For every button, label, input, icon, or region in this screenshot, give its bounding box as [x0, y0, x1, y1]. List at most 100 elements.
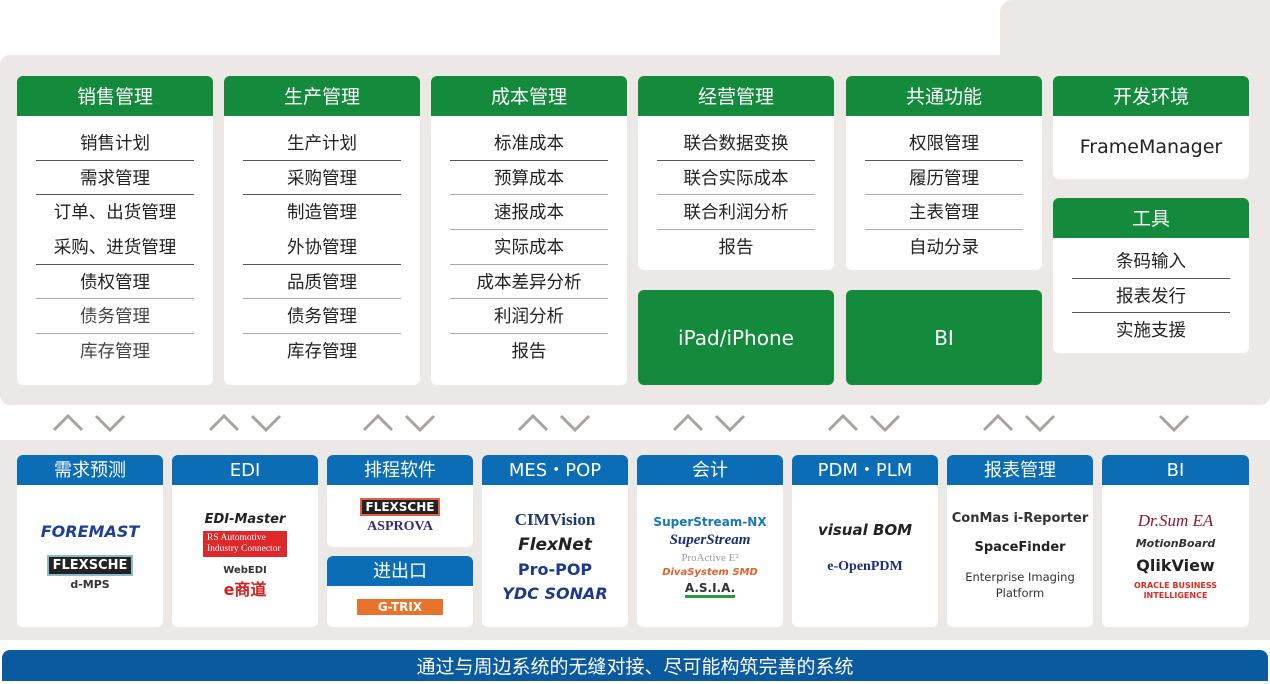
logo-enterprise-imaging: Enterprise Imaging Platform: [965, 570, 1075, 600]
module-item[interactable]: 库存管理: [287, 342, 357, 363]
logo-spacefinder: SpaceFinder: [974, 540, 1066, 555]
module-item[interactable]: 主表管理: [865, 195, 1023, 231]
logo-asprova: ASPROVA: [367, 518, 433, 534]
system-mes-pop: MES・POP CIMVision FlexNet Pro-POP YDC SO…: [482, 455, 628, 627]
logo-oracle-bi: ORACLE BUSINESS INTELLIGENCE: [1133, 581, 1218, 600]
system-title: MES・POP: [482, 455, 628, 485]
system-import-export: 进出口 G-TRIX: [327, 556, 473, 627]
module-item[interactable]: FrameManager: [1079, 136, 1223, 158]
module-common: 共通功能 权限管理 履历管理 主表管理 自动分录: [846, 76, 1042, 270]
module-item[interactable]: 权限管理: [865, 126, 1023, 161]
logo-e-openpdm: e-OpenPDM: [827, 559, 903, 574]
module-item[interactable]: 联合实际成本: [657, 161, 815, 196]
chevron-down-icon: [94, 414, 126, 433]
module-item[interactable]: 履历管理: [865, 161, 1023, 196]
chevron-up-icon: [827, 413, 859, 432]
module-item[interactable]: 报表发行: [1072, 279, 1230, 314]
module-item[interactable]: 需求管理: [36, 161, 194, 196]
logo-divasystem: DivaSystem SMD: [662, 566, 758, 578]
system-edi: EDI EDI-Master RS Automotive Industry Co…: [172, 455, 318, 627]
logo-edi-master: EDI-Master: [204, 512, 286, 527]
logo-visual-bom: visual BOM: [817, 521, 913, 539]
logo-flexnet: FlexNet: [518, 534, 592, 555]
logo-qlikview: QlikView: [1136, 556, 1215, 575]
logo-superstream: SuperStream: [669, 531, 751, 548]
chevron-down-icon: [404, 414, 436, 433]
system-title: 需求预测: [17, 455, 163, 485]
module-item[interactable]: 联合数据变换: [657, 126, 815, 161]
module-item[interactable]: 报告: [511, 342, 547, 363]
module-item[interactable]: 外协管理: [243, 230, 401, 265]
module-item[interactable]: 速报成本: [450, 195, 608, 231]
module-production: 生产管理 生产计划 采购管理 制造管理 外协管理 品质管理 债务管理 库存管理: [224, 76, 420, 385]
logo-superstream-nx: SuperStream-NX: [653, 514, 767, 529]
logo-foremast: FOREMAST: [40, 521, 140, 541]
module-item[interactable]: 联合利润分析: [657, 195, 815, 231]
module-item[interactable]: 库存管理: [80, 342, 150, 363]
system-accounting: 会计 SuperStream-NX SuperStream ProActive …: [637, 455, 783, 627]
module-title: 成本管理: [431, 76, 627, 116]
module-sales: 销售管理 销售计划 需求管理 订单、出货管理 采购、进货管理 债权管理 债务管理…: [17, 76, 213, 385]
module-item[interactable]: 报告: [718, 238, 754, 259]
module-title: 工具: [1053, 198, 1249, 238]
module-item[interactable]: 债务管理: [243, 299, 401, 335]
chevron-up-icon: [208, 413, 240, 432]
footer-banner: 通过与周边系统的无缝对接、尽可能构筑完善的系统: [2, 650, 1268, 681]
module-item[interactable]: 品质管理: [243, 265, 401, 300]
logo-dmps: d-MPS: [70, 577, 110, 591]
system-title: 会计: [637, 455, 783, 485]
chevron-up-icon: [362, 413, 394, 432]
module-item[interactable]: 采购、进货管理: [36, 230, 194, 265]
logo-webedi: WebEDI: [223, 565, 267, 576]
module-title: 销售管理: [17, 76, 213, 116]
chevron-down-icon: [559, 414, 591, 433]
module-item[interactable]: 生产计划: [243, 126, 401, 161]
module-item[interactable]: 预算成本: [450, 161, 608, 196]
system-forecast: 需求预测 FOREMAST FLEXSCHE d-MPS: [17, 455, 163, 627]
module-title: 生产管理: [224, 76, 420, 116]
module-item[interactable]: 订单、出货管理: [53, 203, 177, 224]
module-item[interactable]: 条码输入: [1072, 244, 1230, 279]
system-bi: BI Dr.Sum EA MotionBoard QlikView ORACLE…: [1102, 455, 1249, 627]
connection-arrows: [52, 413, 1190, 433]
panel-tab: [1000, 0, 1270, 60]
module-mobile[interactable]: iPad/iPhone: [638, 290, 834, 385]
chevron-down-icon: [869, 414, 901, 433]
module-item[interactable]: 成本差异分析: [450, 265, 608, 300]
chevron-down-icon: [1158, 414, 1190, 433]
module-item[interactable]: 采购管理: [243, 161, 401, 196]
logo-flexsche: FLEXSCHE: [359, 497, 441, 516]
module-item[interactable]: 销售计划: [36, 126, 194, 161]
chevron-up-icon: [52, 413, 84, 432]
logo-cimvision: CIMVision: [514, 509, 596, 529]
logo-proactive: ProActive E²: [681, 551, 739, 564]
logo-i-reporter: ConMas i-Reporter: [951, 511, 1089, 526]
module-bi[interactable]: BI: [846, 290, 1042, 385]
logo-motionboard: MotionBoard: [1135, 537, 1216, 550]
module-item[interactable]: 债权管理: [36, 265, 194, 300]
module-tools: 工具 条码输入 报表发行 实施支援: [1053, 198, 1249, 353]
system-report: 报表管理 ConMas i-Reporter SpaceFinder Enter…: [947, 455, 1093, 627]
module-item[interactable]: 实施支援: [1116, 321, 1186, 342]
system-title: 进出口: [327, 556, 473, 586]
chevron-down-icon: [1024, 414, 1056, 433]
module-title: 开发环境: [1053, 76, 1249, 116]
chevron-down-icon: [250, 414, 282, 433]
module-item[interactable]: 标准成本: [450, 126, 608, 161]
logo-sonar: YDC SONAR: [502, 583, 608, 603]
system-title: 排程软件: [327, 455, 473, 485]
system-pdm-plm: PDM・PLM visual BOM e-OpenPDM: [792, 455, 938, 627]
chevron-up-icon: [982, 413, 1014, 432]
module-item[interactable]: 利润分析: [450, 299, 608, 335]
system-title: BI: [1102, 455, 1249, 485]
logo-drsum: Dr.Sum EA: [1137, 511, 1214, 530]
module-item[interactable]: 实际成本: [450, 230, 608, 265]
logo-gtrix: G-TRIX: [357, 598, 443, 615]
module-item[interactable]: 债务管理: [36, 299, 194, 335]
logo-asia: A.S.I.A.: [684, 581, 736, 598]
module-item[interactable]: 制造管理: [287, 203, 357, 224]
module-cost: 成本管理 标准成本 预算成本 速报成本 实际成本 成本差异分析 利润分析 报告: [431, 76, 627, 385]
logo-flexsche: FLEXSCHE: [46, 554, 134, 576]
logo-eshodo: e商道: [223, 580, 267, 599]
module-item[interactable]: 自动分录: [909, 238, 979, 259]
